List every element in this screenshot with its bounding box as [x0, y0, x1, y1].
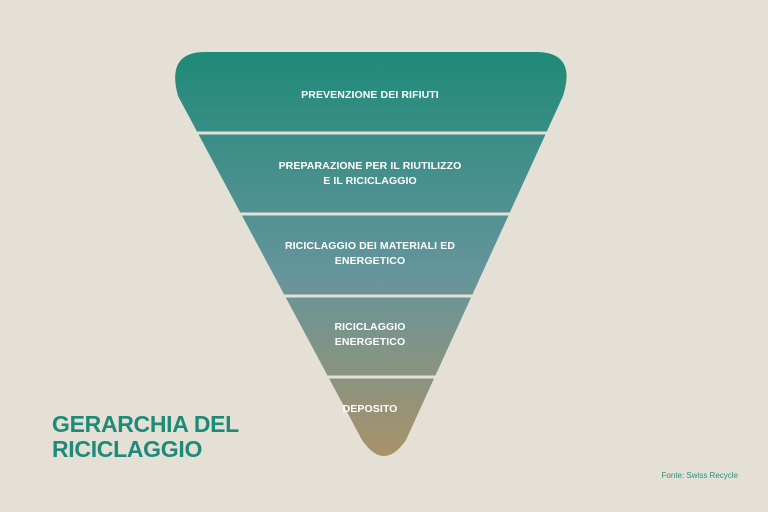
level-preparazione-label: PREPARAZIONE PER IL RIUTILIZZO E IL RICI…: [278, 160, 462, 187]
pyramid-shape: [175, 52, 567, 456]
source-credit: Fonte: Swiss Recycle: [661, 471, 738, 480]
diagram-title: GERARCHIA DEL RICICLAGGIO: [52, 411, 239, 462]
level-prevenzione-label: PREVENZIONE DEI RIFIUTI: [301, 89, 439, 101]
level-riciclaggio-materiali-label: RICICLAGGIO DEI MATERIALI ED ENERGETICO: [284, 240, 456, 267]
level-deposito-label: DEPOSITO: [342, 403, 398, 415]
level-riciclaggio-energetico-label: RICICLAGGIO ENERGETICO: [334, 321, 406, 348]
